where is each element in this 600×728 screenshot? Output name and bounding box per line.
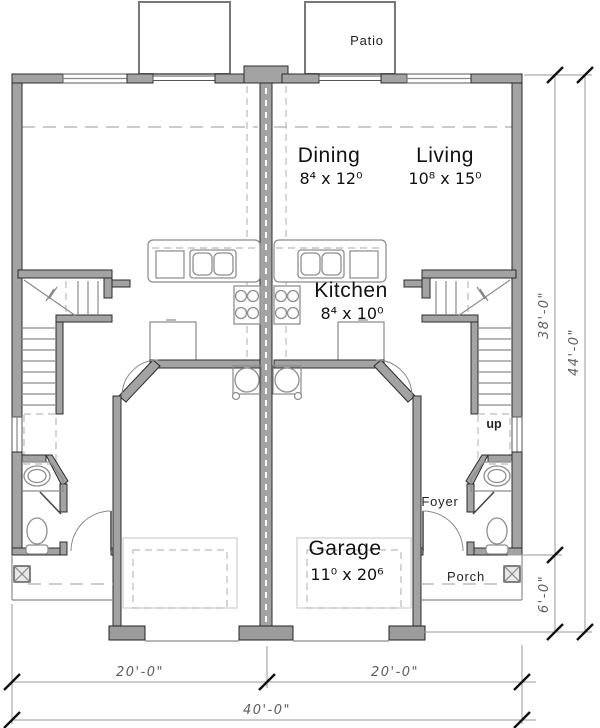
front-door-left (70, 510, 112, 552)
dishwasher-right (349, 250, 379, 279)
sink-left (189, 249, 237, 279)
garage-door-left (132, 549, 228, 609)
vanity-sink-left (22, 461, 64, 492)
garage-sills (108, 625, 426, 642)
slider-door-right (318, 75, 382, 81)
living-label: Living (416, 144, 474, 167)
porch-right: Porch (421, 555, 523, 601)
refrigerator-left (149, 319, 197, 363)
dining-label: Dining (298, 144, 361, 167)
kitchen-left (147, 239, 261, 363)
garage-door-arc-left (121, 359, 159, 397)
party-wall (259, 82, 273, 633)
vanity-sink-right (470, 461, 512, 492)
garage-left (112, 359, 262, 629)
dim-44: 44'-0" (567, 328, 582, 376)
dim-38: 38'-0" (537, 291, 552, 339)
dim-40-overall: 40'-0" (243, 703, 291, 718)
water-heater-left (231, 365, 262, 401)
garage-label: Garage (308, 537, 381, 560)
stove-right (273, 285, 301, 325)
dim-20-left: 20'-0" (116, 665, 164, 680)
bathroom-left (21, 454, 69, 556)
patio-left (138, 1, 231, 75)
porch-post-right (503, 565, 521, 583)
kitchen-label: Kitchen (314, 279, 388, 302)
dishwasher-left (155, 250, 185, 279)
garage-door-arc-right (375, 359, 413, 397)
exterior-walls (11, 65, 523, 556)
garage-size: 11⁰ x 20⁶ (310, 565, 383, 584)
dining-size: 8⁴ x 12⁰ (299, 169, 362, 188)
toilet-right (485, 517, 509, 555)
porch-label: Porch (447, 569, 485, 584)
porch-left (11, 555, 113, 601)
dimensions-bottom: 20'-0" 20'-0" 40'-0" (3, 604, 536, 728)
kitchen-size: 8⁴ x 10⁰ (320, 304, 383, 323)
stove-left (233, 285, 261, 325)
water-heater-right (272, 365, 303, 401)
toilet-left (25, 517, 49, 555)
foyer-label: Foyer (421, 494, 458, 509)
slider-door-left (152, 75, 216, 81)
front-door-right (422, 510, 464, 552)
dimensions-right: 38'-0" 44'-0" 6'-0" (424, 66, 594, 641)
dim-20-right: 20'-0" (371, 665, 419, 680)
bath-door-right (472, 491, 495, 515)
bath-door-left (39, 491, 62, 515)
porch-post-left (13, 565, 31, 583)
bathroom-right: Foyer (421, 454, 513, 556)
garage-door-right (306, 549, 402, 609)
garage-right: Garage 11⁰ x 20⁶ (272, 359, 422, 629)
stairs-right: up (403, 269, 517, 465)
sink-right (297, 249, 345, 279)
refrigerator-right (337, 319, 385, 363)
stairs-left (17, 269, 131, 465)
dim-6: 6'-0" (537, 575, 552, 613)
kitchen-right: Kitchen 8⁴ x 10⁰ (273, 239, 388, 363)
room-labels-upper: Dining 8⁴ x 12⁰ Living 10⁸ x 15⁰ (298, 144, 482, 188)
patio-right: Patio (304, 1, 396, 75)
stairs-up-label: up (486, 417, 502, 431)
living-size: 10⁸ x 15⁰ (408, 169, 481, 188)
patio-label: Patio (350, 33, 384, 48)
